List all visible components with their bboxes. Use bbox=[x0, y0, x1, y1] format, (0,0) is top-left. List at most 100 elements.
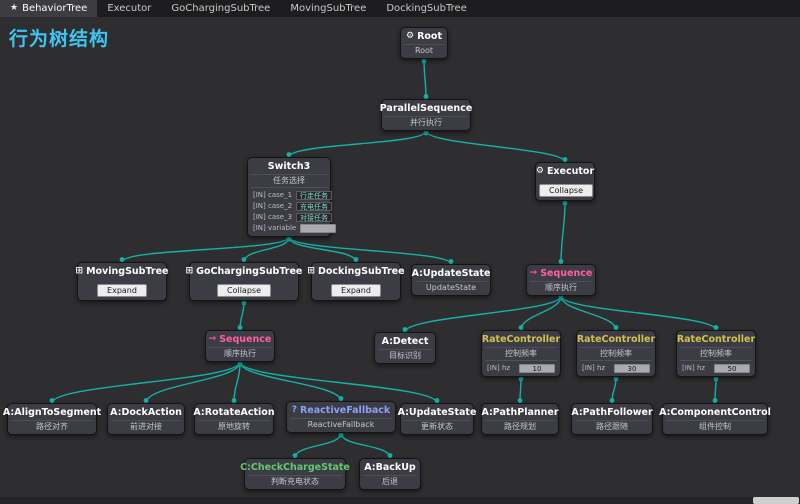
port-value[interactable]: 行走任务 bbox=[296, 190, 333, 200]
node-title: A:Detect bbox=[381, 336, 429, 347]
tab-gochargingsubtree[interactable]: GoChargingSubTree bbox=[161, 0, 280, 17]
edge-path bbox=[423, 58, 427, 100]
star-icon: ★ bbox=[10, 3, 19, 13]
node-title: A:UpdateState bbox=[411, 268, 491, 279]
port-dot bbox=[558, 295, 564, 301]
tab-movingsubtree[interactable]: MovingSubTree bbox=[280, 0, 376, 17]
node-header: ParallelSequence bbox=[380, 102, 473, 115]
edge-path bbox=[239, 361, 438, 404]
port-dot bbox=[286, 236, 292, 242]
tab-behaviortree[interactable]: ★BehaviorTree bbox=[0, 0, 98, 17]
node-header: →Sequence bbox=[530, 267, 593, 280]
node-header: ⚙Root bbox=[404, 30, 444, 43]
port-dot bbox=[712, 398, 718, 403]
port-label: [IN] case_1 bbox=[253, 191, 293, 199]
collapse-button[interactable]: Collapse bbox=[217, 284, 271, 297]
port-dot bbox=[517, 398, 523, 403]
port-dot bbox=[143, 398, 149, 403]
port-label: [IN] case_3 bbox=[253, 213, 293, 221]
node-check[interactable]: C:CheckChargeState 判断充电状态 bbox=[240, 458, 350, 490]
node-header: A:AlignToSegment bbox=[3, 406, 101, 419]
node-title: A:BackUp bbox=[364, 462, 416, 473]
port-dot bbox=[338, 432, 344, 438]
node-subtitle: 判断充电状态 bbox=[248, 475, 342, 487]
node-title: RateController bbox=[576, 334, 656, 345]
port-value[interactable]: 10 bbox=[519, 363, 555, 373]
port-value[interactable]: 30 bbox=[614, 363, 650, 373]
node-header: A:ComponentControl bbox=[659, 406, 771, 419]
port-label: [IN] variable bbox=[253, 224, 297, 232]
gear-icon: ⚙ bbox=[406, 31, 415, 41]
port-dot bbox=[609, 398, 615, 403]
node-header: A:UpdateState bbox=[412, 267, 491, 280]
edge-path bbox=[121, 236, 290, 263]
tab-executor[interactable]: Executor bbox=[97, 0, 161, 17]
node-subtitle: 顺序执行 bbox=[530, 281, 592, 293]
node-header: ⚙Executor bbox=[536, 165, 595, 178]
node-title: ReactiveFallback bbox=[299, 405, 391, 416]
port-value[interactable]: 50 bbox=[714, 363, 750, 373]
node-header: RateController bbox=[677, 333, 755, 346]
node-subtitle: 控制频率 bbox=[680, 347, 752, 359]
port-dot bbox=[49, 398, 55, 403]
node-header: A:BackUp bbox=[363, 461, 417, 474]
node-title: C:CheckChargeState bbox=[240, 462, 350, 473]
horizontal-scrollbar-track[interactable] bbox=[0, 497, 800, 504]
edge-path bbox=[294, 432, 342, 459]
node-header: →Sequence bbox=[209, 333, 272, 346]
node-subtitle: 路径规划 bbox=[485, 420, 555, 432]
edge-path bbox=[340, 432, 391, 459]
port-value[interactable] bbox=[300, 223, 337, 233]
port-row: [IN] hz 50 bbox=[680, 363, 752, 373]
expand-button[interactable]: Expand bbox=[331, 284, 381, 297]
tab-dockingsubtree[interactable]: DockingSubTree bbox=[376, 0, 476, 17]
collapse-button[interactable]: Collapse bbox=[539, 184, 593, 197]
node-header: A:PathFollower bbox=[571, 406, 652, 419]
node-header: ?ReactiveFallback bbox=[290, 404, 392, 417]
node-header: A:DockAction bbox=[110, 406, 182, 419]
edge-path bbox=[145, 361, 241, 404]
node-title: A:UpdateState bbox=[397, 407, 477, 418]
port-value[interactable]: 对接任务 bbox=[296, 212, 333, 222]
node-subtitle: 控制频率 bbox=[485, 347, 557, 359]
port-dot bbox=[518, 376, 524, 382]
node-title: Executor bbox=[546, 166, 595, 177]
port-value[interactable]: 充电任务 bbox=[296, 201, 333, 211]
node-title: DockingSubTree bbox=[317, 266, 405, 277]
expand-button[interactable]: Expand bbox=[97, 284, 147, 297]
node-subtitle: 前进对接 bbox=[111, 420, 181, 432]
node-header: Switch3 bbox=[251, 160, 327, 173]
node-header: RateController bbox=[576, 333, 656, 346]
tab-label: BehaviorTree bbox=[22, 3, 88, 14]
port-label: [IN] hz bbox=[682, 364, 706, 372]
port-label: [IN] case_2 bbox=[253, 202, 293, 210]
horizontal-scrollbar-thumb[interactable] bbox=[753, 497, 799, 504]
